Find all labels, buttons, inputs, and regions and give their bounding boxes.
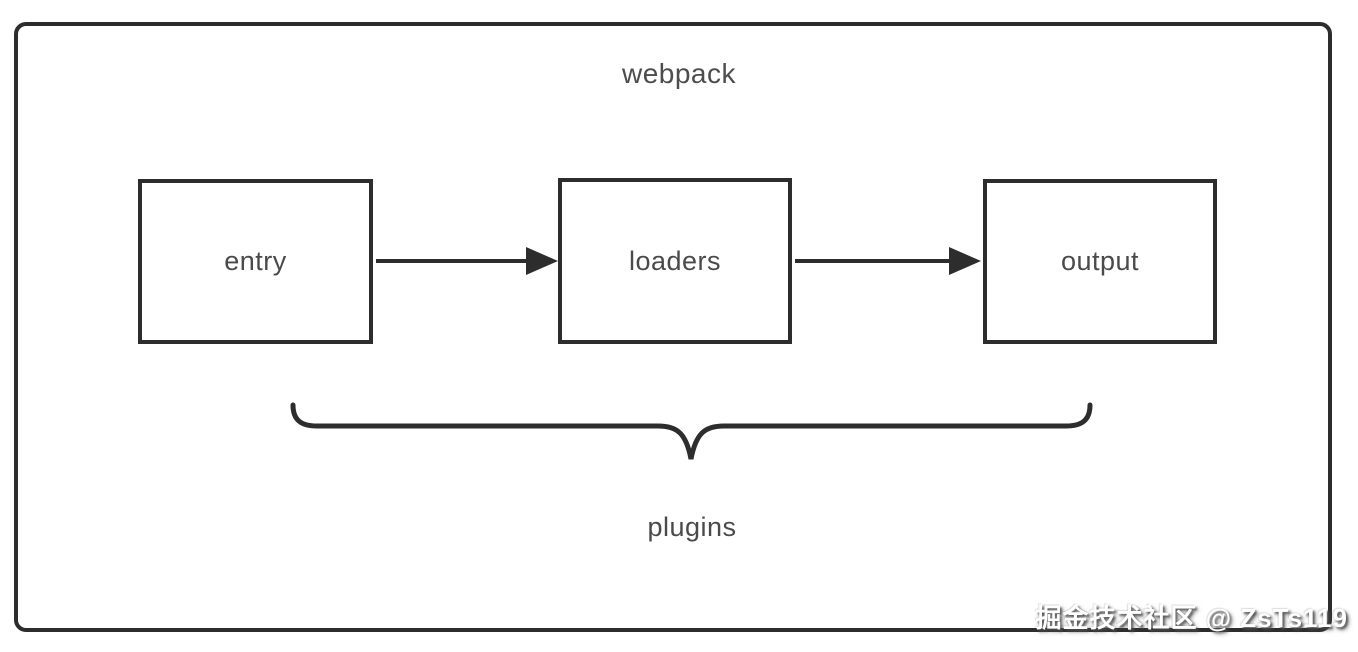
node-entry-label: entry: [224, 246, 287, 276]
node-output: output: [983, 179, 1217, 344]
node-loaders-label: loaders: [628, 245, 722, 276]
watermark: 掘金技术社区 @ ZsTs119: [1035, 603, 1348, 633]
node-loaders: loaders: [558, 178, 792, 344]
node-output-label: output: [1060, 246, 1140, 276]
diagram-title: webpack: [621, 58, 736, 89]
plugins-label: plugins: [647, 512, 737, 542]
node-entry: entry: [138, 179, 373, 344]
